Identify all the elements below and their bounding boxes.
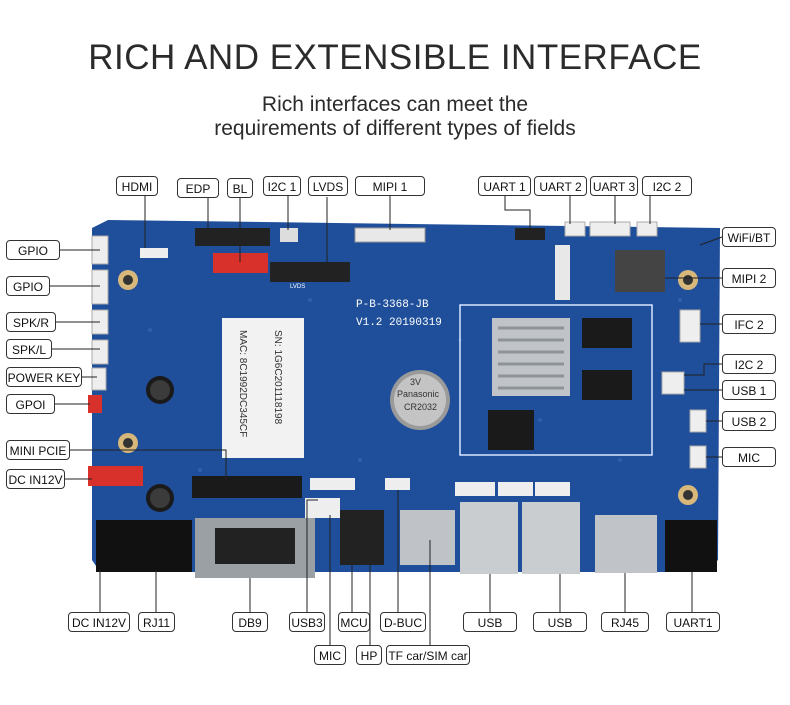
emmc-chip (488, 410, 534, 450)
edp-header (195, 228, 270, 246)
heatsink (492, 318, 570, 396)
label-gpio-1: GPIO (6, 240, 60, 260)
spkl-connector (91, 339, 109, 365)
label-i2c2-top: I2C 2 (642, 176, 692, 196)
gpio-connector-2 (91, 269, 109, 305)
label-gpoi: GPOI (6, 394, 55, 414)
label-tf-sim: TF car/SIM car (386, 645, 470, 665)
label-hdmi: HDMI (116, 176, 158, 196)
ram-chip-2 (582, 370, 632, 400)
lvds-header (270, 262, 350, 282)
uart1-bottom-jack (665, 520, 717, 572)
board-model: P-B-3368-JB (356, 299, 429, 311)
serial-sticker (222, 318, 304, 458)
label-power-key: POWER KEY (6, 367, 82, 387)
subtitle-line-2: requirements of different types of field… (214, 117, 576, 140)
battery-model: CR2032 (404, 402, 437, 412)
label-db9: DB9 (232, 612, 268, 632)
power-key-connector (91, 367, 107, 391)
usb-port-a (460, 502, 518, 574)
i2c2-top-connector (636, 221, 658, 237)
battery-brand: Panasonic (397, 389, 440, 399)
header-small-3 (535, 482, 570, 496)
wifi-module (615, 250, 665, 292)
label-usb-a: USB (463, 612, 517, 632)
subtitle-line-1: Rich interfaces can meet the (261, 93, 529, 116)
label-mini-pcie: MINI PCIE (6, 440, 70, 460)
gpoi-connector (88, 395, 102, 413)
battery-voltage: 3V (410, 377, 421, 387)
sticker-sn: SN: 1G6C201118198 (272, 330, 283, 425)
rj11-jack (134, 520, 192, 572)
label-mipi1: MIPI 1 (355, 176, 425, 196)
label-usb3: USB3 (289, 612, 325, 632)
hdmi-area (140, 248, 168, 258)
label-wifi-bt: WiFi/BT (722, 227, 776, 247)
label-mcu: MCU (338, 612, 370, 632)
uart3-connector (589, 221, 631, 237)
label-spkr: SPK/R (6, 312, 56, 332)
ram-chip-1 (582, 318, 632, 348)
label-d-buc: D-BUC (380, 612, 426, 632)
dc-in-jack (96, 520, 134, 572)
usb1-connector (661, 371, 685, 395)
mini-pcie-slot (192, 476, 302, 498)
label-uart2: UART 2 (534, 176, 587, 196)
label-uart1-top: UART 1 (478, 176, 531, 196)
page-subtitle: Rich interfaces can meet the requirement… (0, 93, 790, 141)
label-rj45: RJ45 (601, 612, 649, 632)
label-rj11: RJ11 (138, 612, 175, 632)
sticker-mac: MAC: 8C1992DC345CF (237, 330, 248, 437)
label-usb-b: USB (533, 612, 587, 632)
header-small-1 (455, 482, 495, 496)
label-dc-in-left: DC IN12V (6, 469, 65, 489)
label-mic-right: MIC (722, 447, 776, 467)
i2c1-connector (280, 228, 298, 242)
header-small-5 (385, 478, 410, 490)
board-version: V1.2 20190319 (356, 317, 442, 329)
mipi2-connector (555, 245, 570, 300)
uart2-connector (564, 221, 586, 237)
label-ifc2: IFC 2 (722, 314, 776, 334)
usb3-header (305, 498, 340, 518)
uart1-header (515, 228, 545, 240)
label-lvds: LVDS (308, 176, 348, 196)
label-mic-bottom: MIC (314, 645, 346, 665)
bl-connector (213, 253, 268, 273)
label-uart1-bottom: UART1 (666, 612, 720, 632)
label-dc-in-bottom: DC IN12V (68, 612, 130, 632)
label-usb2: USB 2 (722, 411, 776, 431)
label-hp: HP (356, 645, 382, 665)
label-i2c2-right: I2C 2 (722, 354, 776, 374)
soc-outline (459, 304, 653, 456)
mcu-jack (340, 510, 362, 565)
hp-jack (362, 510, 384, 565)
label-bl: BL (227, 178, 253, 198)
label-spkl: SPK/L (6, 339, 52, 359)
ifc2-connector (679, 309, 701, 343)
header-small-2 (498, 482, 533, 496)
label-uart3: UART 3 (590, 176, 638, 196)
page-title: RICH AND EXTENSIBLE INTERFACE (88, 38, 702, 77)
label-usb1: USB 1 (722, 380, 776, 400)
dc-in-red-connector (88, 466, 143, 486)
label-mipi2: MIPI 2 (722, 268, 776, 288)
label-gpio-2: GPIO (6, 276, 50, 296)
usb-port-b (522, 502, 580, 574)
lvds-silk: LVDS (290, 284, 305, 290)
header-small-4 (310, 478, 355, 490)
rj45-jack (595, 515, 657, 573)
sd-sim-slot (400, 510, 455, 565)
heatsink-fins (498, 326, 564, 390)
label-edp: EDP (177, 178, 219, 198)
label-i2c1: I2C 1 (263, 176, 301, 196)
